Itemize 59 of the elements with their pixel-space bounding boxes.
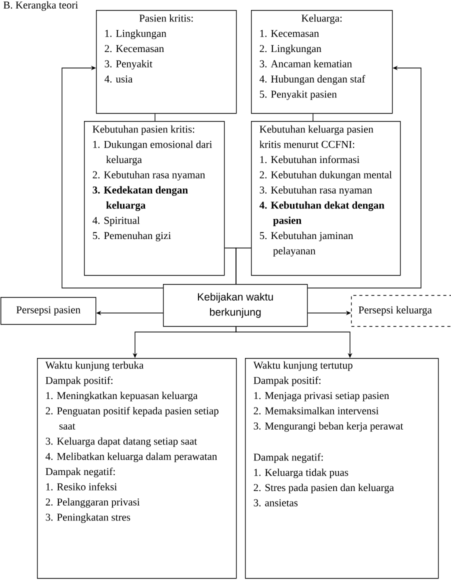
heading: Waktu kunjung tertutup: [253, 361, 352, 371]
list-item: 2. Stres pada pasien dan keluarga: [254, 484, 394, 494]
label-text: 3. Penyakit: [104, 60, 152, 70]
heading: Waktu kunjung terbuka: [45, 361, 144, 371]
list-item: 3. Mengurangi beban kerja perawat: [254, 422, 404, 432]
list-item: 4. Kebutuhan dekat dengan pasien: [260, 201, 384, 226]
list-item: 2. Memaksimalkan intervensi: [254, 406, 379, 414]
list-item: 3. Kedekatan dengan keluarga: [92, 186, 188, 211]
list-item: 1. Menjaga privasi setiap pasien: [254, 392, 390, 402]
list-item: 3. Ancaman kematian: [260, 60, 352, 68]
text-box: [245, 358, 439, 579]
list-item: 1. Meningkatkan kepuasan keluarga: [46, 392, 198, 402]
list-item: 5. Penyakit pasien: [260, 90, 337, 100]
label-text: Dampak positif:: [254, 376, 320, 386]
label-text: 1. Lingkungan: [105, 30, 166, 40]
heading: Pasien kritis:: [139, 14, 193, 22]
label-text: 4. usia: [104, 76, 132, 83]
list-item: 2. Penguatan positif kepada pasien setiap saat: [46, 406, 218, 430]
list-item: 3. Keluarga dapat datang setiap saat: [46, 437, 197, 447]
connector-line: [236, 248, 252, 284]
title: B. Kerangka teori: [4, 1, 78, 11]
label-text: Kebijakan waktu berkunjung: [198, 292, 273, 318]
text-box: [84, 121, 225, 276]
arrow: [62, 66, 164, 288]
list-item: 4. Melibatkan keluarga dalam perawatan: [46, 452, 218, 462]
list-item: 5. Kebutuhan jaminan pelayanan: [260, 232, 354, 256]
list-item: 4. Hubungan dengan staf: [260, 75, 366, 85]
list-item: 3. Peningkatan stres: [46, 513, 130, 523]
label-text: Dampak negatif:: [254, 453, 323, 463]
connector-line: [312, 113, 314, 122]
list-item: 1. Kebutuhan informasi: [260, 156, 360, 164]
list-item: 2. Kebutuhan dukungan mental: [260, 170, 392, 180]
list-item: 2. Lingkungan: [260, 44, 322, 54]
connector-line: [154, 113, 156, 122]
list-item: 3. Kebutuhan rasa nyaman: [260, 186, 372, 196]
list-item: 1. Kecemasan: [260, 30, 319, 37]
text-box: [96, 10, 237, 114]
heading: Kebutuhan pasien kritis:: [92, 125, 194, 135]
label-text: Dampak positif:: [46, 376, 112, 386]
list-item: 5. Pemenuhan gizi: [92, 232, 171, 242]
text-box: [0, 297, 96, 325]
list-item: 1. Dukungan emosional dari keluarga: [93, 140, 212, 166]
list-item: 3. ansietas: [254, 499, 298, 506]
list-item: 1. Keluarga tidak puas: [254, 468, 348, 478]
list-item: 4. Spiritual: [92, 216, 140, 226]
text-box: [37, 358, 237, 579]
label-text: Dampak negatif:: [46, 468, 115, 478]
text-box: [251, 10, 393, 114]
heading: Keluarga:: [302, 14, 342, 24]
label-text: Persepsi keluarga: [358, 306, 432, 316]
heading: Kebutuhan keluarga pasien kritis menurut CCFNI:: [260, 125, 374, 148]
label-text: 2. Kecemasan: [104, 45, 164, 52]
list-item: 2. Pelanggaran privasi: [46, 498, 140, 508]
text-box: [251, 121, 401, 276]
text-box: [351, 295, 451, 327]
list-item: 2. Kebutuhan rasa nyaman: [92, 170, 206, 180]
text-box: [163, 284, 308, 327]
label-text: Persepsi pasien: [16, 306, 80, 316]
list-item: 1. Resiko infeksi: [46, 482, 117, 490]
